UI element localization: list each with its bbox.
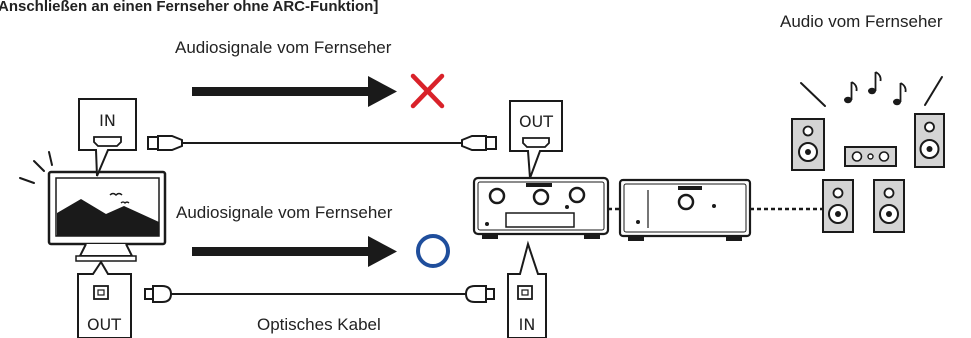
- speaker-surround-right: [873, 179, 905, 233]
- hdmi-cable: [147, 135, 497, 151]
- cross-icon: [410, 73, 445, 109]
- volume-knob: [488, 187, 506, 205]
- circle-icon: [416, 234, 450, 268]
- receiver-hdmi-port-callout: OUT: [509, 100, 563, 179]
- optical-signal-arrow: [192, 236, 397, 267]
- receiver-hdmi-port-label: OUT: [519, 112, 553, 131]
- tv-hdmi-port-label: IN: [99, 111, 116, 130]
- diagram-title: Anschließen an einen Fernseher ohne ARC-…: [0, 0, 378, 15]
- speaker-front-left: [791, 118, 825, 171]
- hdmi-signal-arrow: [192, 76, 397, 107]
- audio-from-tv-label: Audio vom Fernseher: [780, 12, 943, 31]
- receiver-optical-port-label: IN: [519, 315, 536, 334]
- tv-optical-port-callout: OUT: [77, 260, 132, 338]
- tv-optical-port-label: OUT: [87, 315, 121, 334]
- hdmi-signal-label: Audiosignale vom Fernseher: [175, 38, 392, 57]
- sound-lines: [800, 76, 943, 107]
- speaker-front-right: [914, 113, 945, 168]
- av-receiver: [472, 176, 610, 239]
- hdmi-port-icon: [522, 137, 550, 148]
- power-amplifier: [618, 178, 752, 241]
- music-note-icon: [844, 71, 907, 106]
- optical-signal-label: Audiosignale vom Fernseher: [176, 203, 393, 222]
- optical-cable-label: Optisches Kabel: [257, 315, 381, 334]
- speaker-surround-left: [822, 179, 854, 233]
- speaker-center: [844, 146, 897, 167]
- receiver-optical-port-callout: IN: [507, 240, 547, 338]
- hdmi-port-icon: [93, 136, 122, 147]
- tv: [19, 151, 167, 262]
- tv-sound-lines: [19, 151, 53, 184]
- tv-hdmi-port-callout: IN: [78, 98, 137, 177]
- optical-cable: [144, 285, 495, 303]
